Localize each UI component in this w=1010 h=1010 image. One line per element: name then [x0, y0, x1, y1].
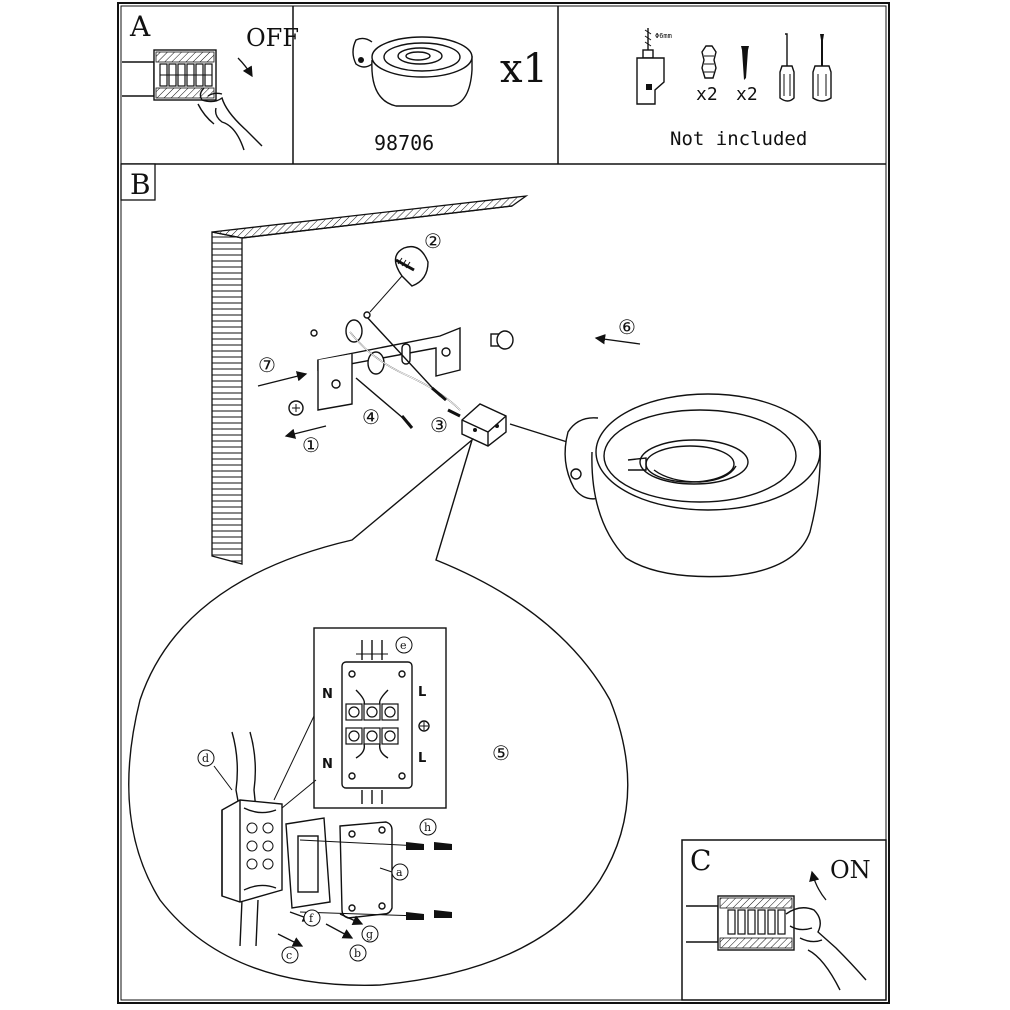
mounting-bracket [317, 319, 461, 411]
panel-a-letter: A [129, 10, 151, 43]
wall-illustration [211, 195, 529, 565]
part-d-label: d [202, 752, 209, 765]
product-code: 98706 [374, 131, 434, 155]
step-2-label: ② [424, 229, 442, 253]
hand-on-icon [785, 907, 867, 991]
connector-block [461, 403, 507, 447]
off-label: OFF [246, 24, 299, 52]
breaker-switch-icon [122, 49, 217, 101]
fixing-bolt [490, 330, 514, 350]
part-g-label: g [366, 928, 373, 941]
screw-detail-callout [369, 245, 429, 313]
part-f-label: f [309, 912, 314, 925]
drill-size-label: Φ6mm [655, 32, 672, 40]
flat-screwdriver-icon [812, 34, 832, 102]
terminal-l-bottom: L [418, 751, 426, 766]
step-4-label: ④ [362, 405, 380, 429]
step-3-label: ③ [430, 413, 448, 437]
hand-icon [197, 87, 263, 151]
on-arrow-icon [809, 870, 827, 901]
not-included-label: Not included [670, 128, 807, 150]
detail-magnifier [128, 437, 629, 986]
quantity-label: x1 [500, 46, 548, 92]
off-arrow-icon [237, 57, 253, 78]
arrow-1 [284, 425, 327, 439]
step-6-label: ⑥ [618, 315, 636, 339]
terminal-l-top: L [418, 685, 426, 700]
panel-b-letter: B [130, 168, 151, 201]
inner-frame [120, 5, 887, 1001]
lamp-product-icon [352, 36, 473, 107]
plug-qty-label: x2 [696, 84, 718, 105]
part-a-label: a [396, 866, 403, 879]
screws [288, 311, 461, 429]
panel-a: A OFF [122, 10, 832, 155]
junction-box-assembly [221, 715, 452, 947]
panel-b: B [120, 163, 821, 986]
terminal-block-detail: N L N L [313, 627, 447, 809]
part-labels: d e h a f g c b [197, 636, 437, 964]
wall-plug-icon: x2 [696, 45, 718, 105]
panel-c: C ON [681, 839, 887, 1001]
drill-icon: Φ6mm [636, 28, 672, 105]
terminal-n-bottom: N [322, 757, 333, 772]
step-7-label: ⑦ [258, 353, 276, 377]
step-1-label: ① [302, 433, 320, 457]
on-label: ON [830, 856, 871, 884]
panel-c-letter: C [690, 844, 711, 877]
part-b-label: b [354, 947, 361, 960]
arrow-7 [257, 371, 308, 387]
breaker-switch-on-icon [686, 895, 795, 951]
part-c-label: c [286, 949, 292, 962]
arrow-6 [594, 334, 641, 345]
outer-frame [117, 2, 890, 1004]
screw-qty-label: x2 [736, 84, 758, 105]
terminal-n-top: N [322, 687, 333, 702]
phillips-screwdriver-icon [779, 33, 795, 102]
wall-lamp [564, 393, 821, 578]
part-h-label: h [424, 821, 431, 834]
step-5-label: ⑤ [492, 741, 510, 765]
screw-icon: x2 [736, 46, 758, 105]
part-e-label: e [400, 639, 407, 652]
